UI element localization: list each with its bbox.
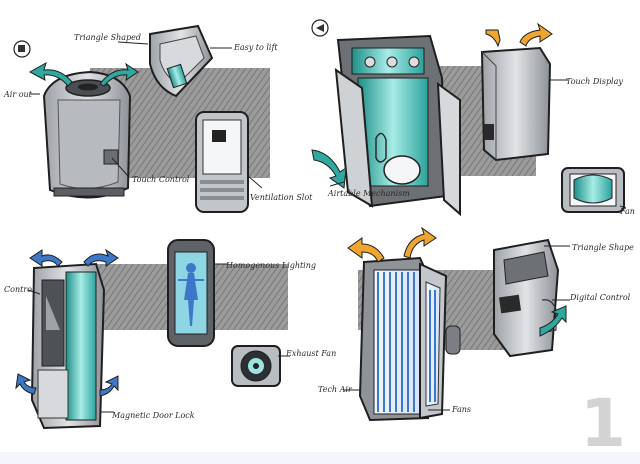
q1-lid (149, 24, 214, 98)
q3-label-exhaust: Exhaust Fan (285, 349, 336, 358)
q4-label-ventilation: Tech Air (318, 385, 353, 394)
q3-inflow-arrows (15, 373, 119, 397)
q3-label-magnetic: Magnetic Door Lock (111, 411, 195, 420)
q2-fan-box (561, 167, 625, 213)
q1-panel (195, 111, 249, 213)
q2-label-touch-display: Touch Display (566, 77, 623, 86)
yellow-arrow-icon (485, 22, 553, 48)
q2-label-fan: Fan (619, 207, 635, 216)
q1-cabin (42, 70, 132, 199)
orange-arrow-icon (347, 226, 437, 263)
q1-label-air-out: Air out (3, 90, 33, 99)
q3-exhaust-fan (231, 345, 281, 387)
q4-stripes (377, 272, 436, 412)
q2-green-arrow (311, 149, 347, 189)
circled-label-icon (13, 40, 31, 58)
quadrant-3: Control Homogenous Lighting Exhaust Fan … (4, 239, 336, 430)
q3-label-lighting: Homogenous Lighting (225, 261, 316, 270)
q4-label-fan: Fans (451, 405, 471, 414)
bottom-band (0, 452, 640, 464)
q4-green-arrow (539, 305, 567, 337)
blue-arrow-icon (29, 248, 119, 267)
q1-label-touch: Touch Control (132, 175, 190, 184)
q4-label-digital: Digital Control (569, 293, 631, 302)
q1-label-triangle: Triangle Shaped (74, 33, 141, 42)
quadrant-4: Triangle Shape Digital Control Fans Tech… (318, 226, 634, 422)
quadrant-2: Touch Display Airtable Mechanism Fan (311, 19, 635, 217)
q1-label-easy-lift: Easy to lift (233, 43, 278, 52)
q1-label-ventilation: Ventilation Slot (250, 193, 313, 202)
q2-tower-unit (480, 46, 552, 162)
q4-striped-booth (358, 256, 461, 422)
teal-arrow-icon (28, 61, 139, 87)
q4-side-device (493, 238, 560, 358)
q3-label-control: Control (4, 285, 35, 294)
page-number: 1 (580, 385, 626, 462)
q2-label-airtable: Airtable Mechanism (327, 189, 410, 198)
q3-lighting-pod (167, 239, 215, 347)
circled-label-icon (311, 19, 329, 37)
q2-open-booth (334, 34, 461, 217)
q4-label-triangle: Triangle Shape (572, 243, 634, 252)
quadrant-1: Triangle Shaped Easy to lift Air out Tou… (3, 24, 313, 213)
q3-booth (30, 262, 106, 430)
